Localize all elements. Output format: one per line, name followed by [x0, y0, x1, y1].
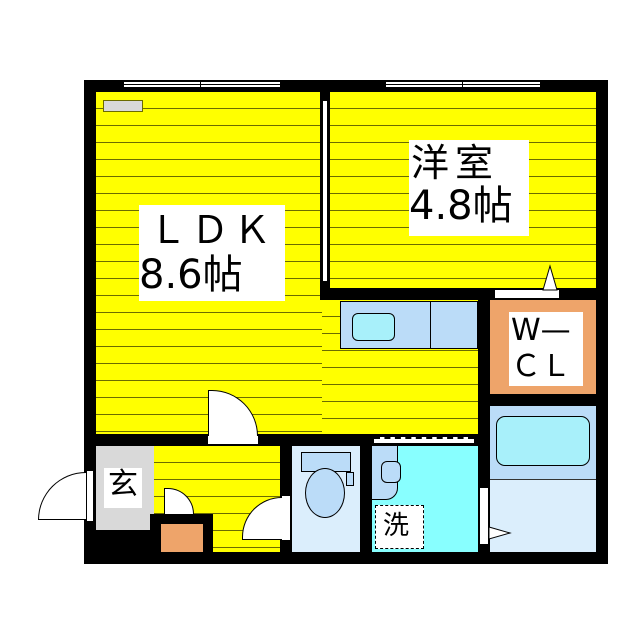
ldk-room-size: 8.6帖	[139, 252, 243, 298]
western-room-label: 洋室 4.8帖	[409, 140, 529, 236]
toilet-door[interactable]	[282, 496, 290, 540]
window-ldk-divider	[200, 81, 201, 89]
toilet-bowl-icon	[305, 468, 345, 518]
sliding-door[interactable]	[322, 100, 328, 282]
window-western-divider	[462, 81, 463, 89]
entrance-label: 玄	[104, 468, 142, 508]
ldk-room-name: ＬＤＫ	[149, 208, 276, 252]
entrance-floor-block	[96, 530, 160, 556]
outer-wall-right	[596, 80, 608, 562]
wcl-label: W— ＣＬ	[509, 312, 583, 386]
ldk-room-label: ＬＤＫ 8.6帖	[139, 205, 285, 301]
ldk-door-opening	[208, 436, 258, 444]
washroom-label: 洗	[383, 511, 410, 541]
washroom-left-wall	[360, 436, 372, 564]
closet-opening	[495, 290, 559, 298]
closet-door-icon	[542, 264, 558, 291]
western-bottom-wall	[320, 288, 608, 300]
window-ldk	[124, 81, 280, 89]
outer-wall-bottom	[84, 552, 608, 564]
bath-door-icon	[488, 526, 512, 540]
bath-door[interactable]	[480, 488, 488, 544]
western-room-size: 4.8帖	[409, 183, 513, 229]
washing-machine-area	[375, 505, 424, 549]
washroom-door-opening[interactable]	[374, 437, 474, 443]
kitchen-sink-icon	[352, 313, 395, 341]
bathtub-icon	[496, 416, 590, 466]
wcl-label-line2: ＣＬ	[511, 349, 571, 384]
window-western	[386, 81, 540, 89]
toilet-paper-icon	[346, 472, 354, 486]
entrance-label-text: 玄	[108, 467, 138, 502]
storage-closet	[161, 524, 203, 552]
western-room-name: 洋室	[411, 141, 500, 185]
entrance-door-icon[interactable]	[38, 472, 86, 520]
air-conditioner-icon	[103, 100, 143, 112]
kitchen-divider	[430, 301, 431, 349]
wcl-bath-wall	[478, 394, 608, 406]
wash-basin-bowl-icon	[381, 461, 401, 483]
wcl-label-line1: W—	[511, 313, 571, 348]
entrance-door[interactable]	[86, 470, 94, 522]
